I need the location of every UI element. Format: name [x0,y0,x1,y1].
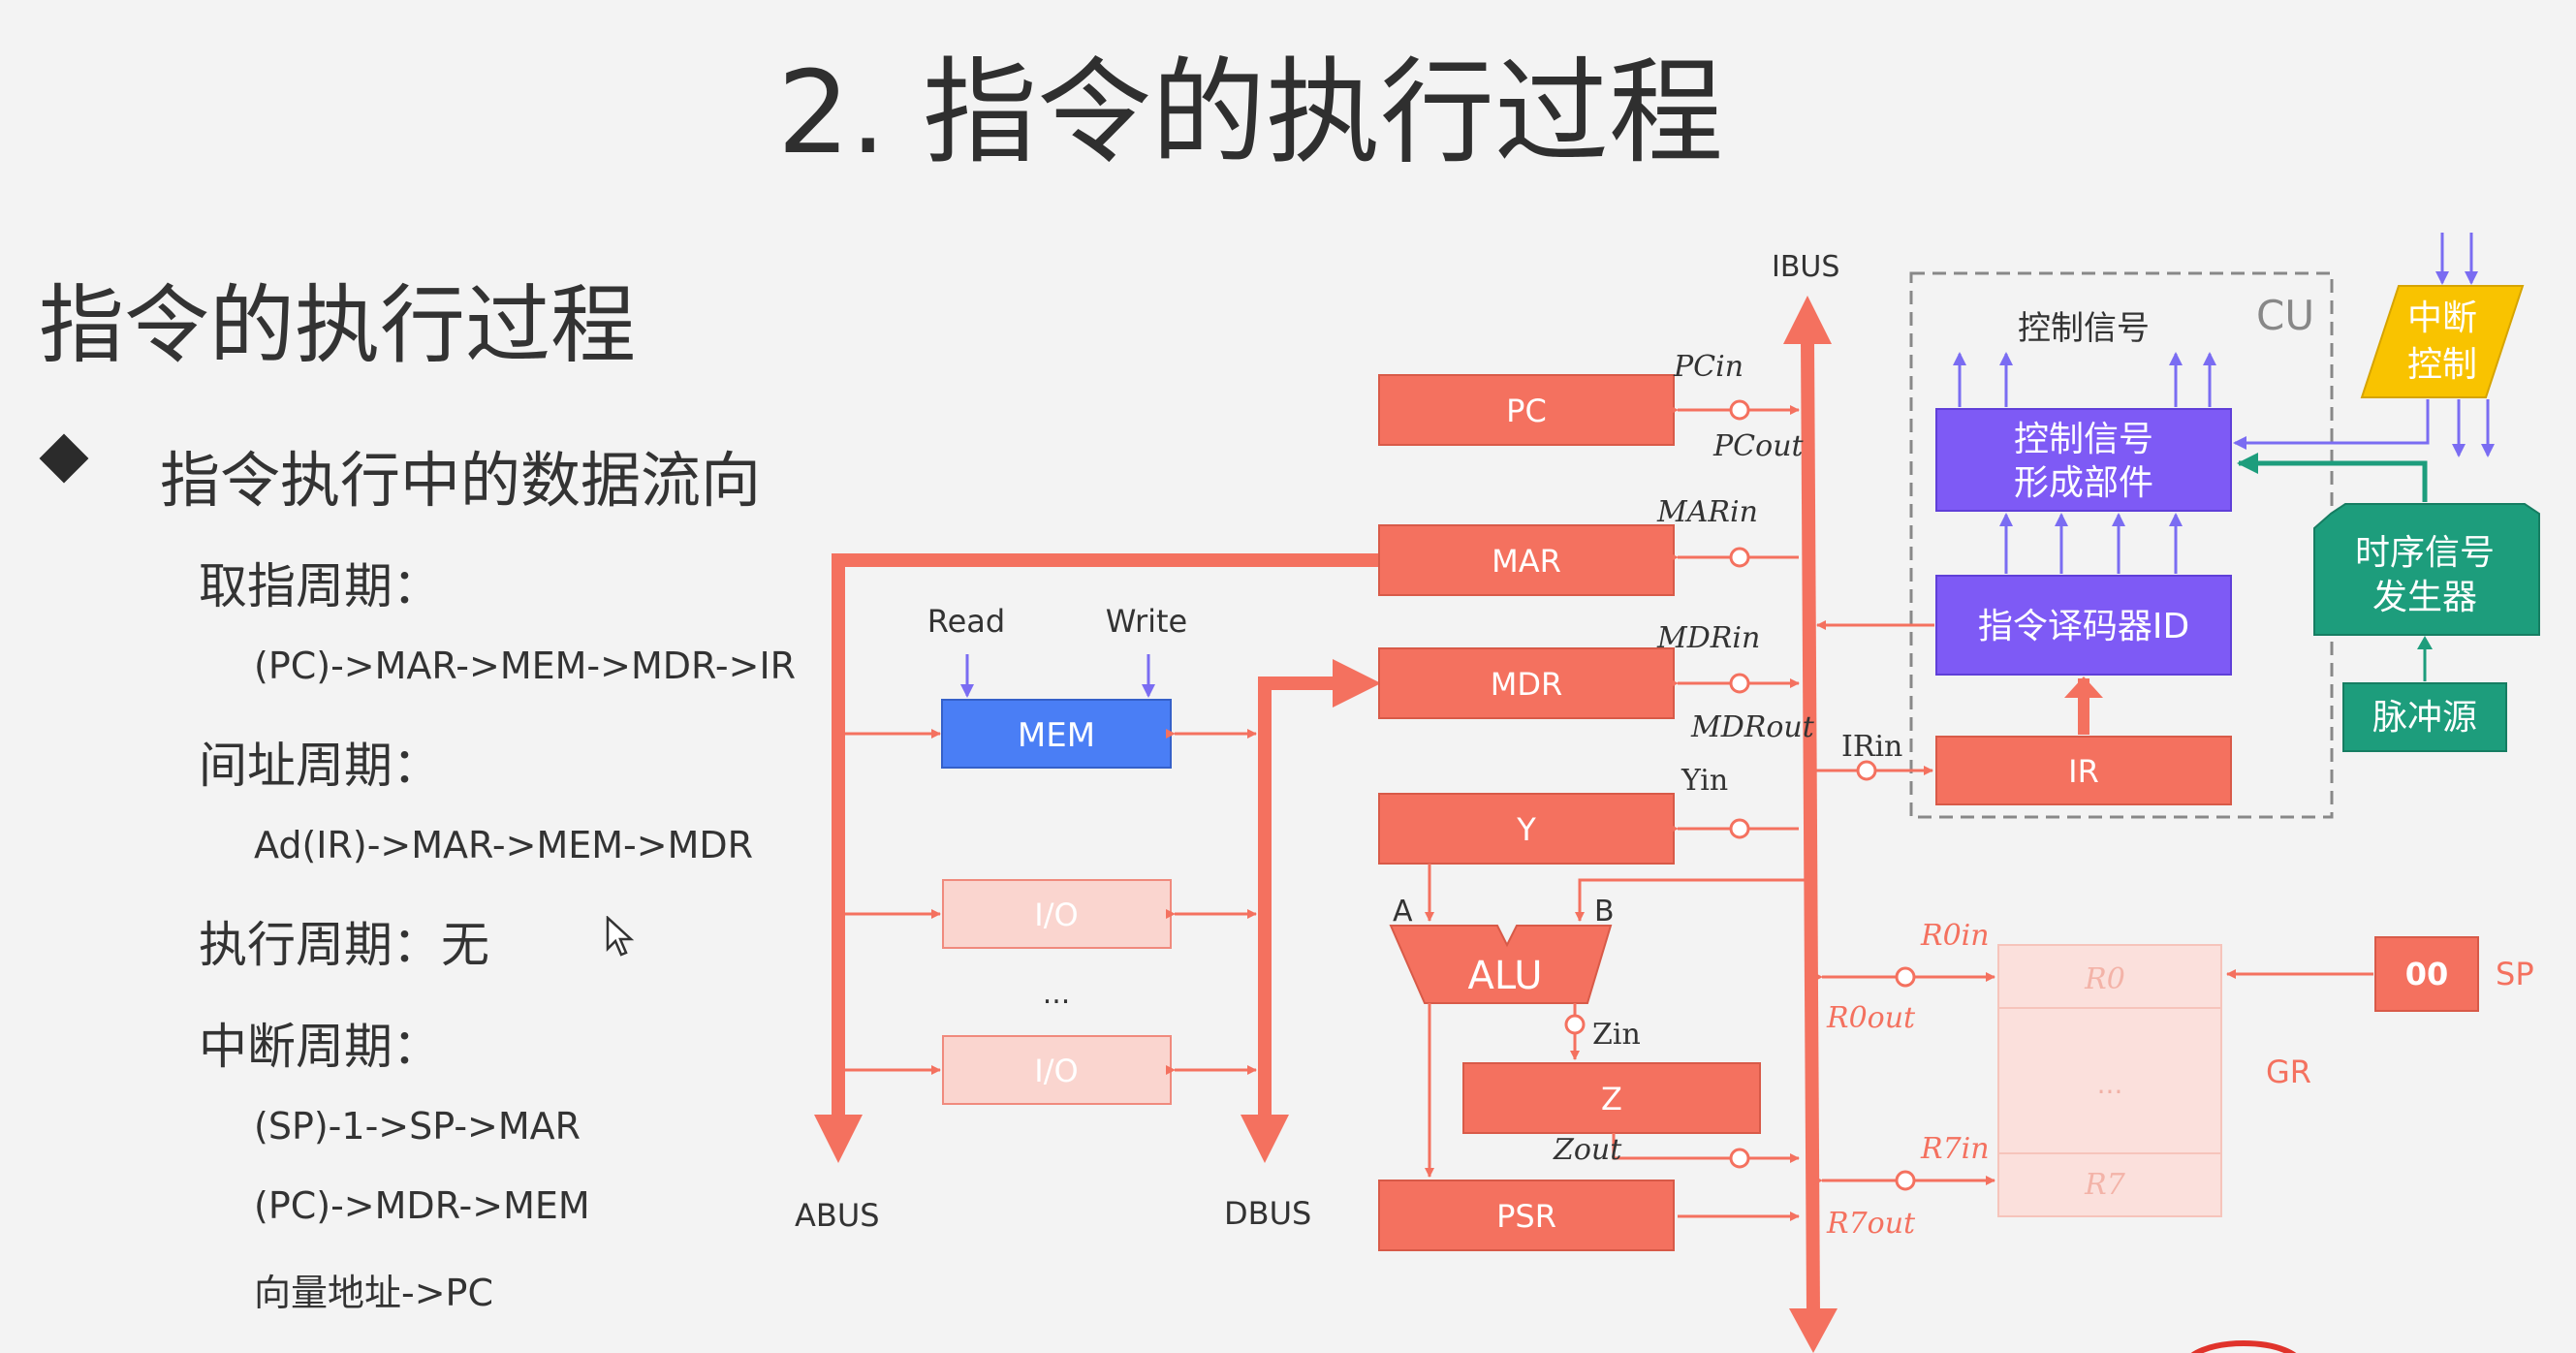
ir-in-signal: IRin [1841,730,1902,764]
mouse-cursor-icon [606,916,635,957]
indirect-cycle-flow: Ad(IR)->MAR->MEM->MDR [254,824,754,866]
dbus-label: DBUS [1224,1195,1311,1232]
gr-ellipsis: ... [2097,1068,2123,1100]
io-ellipsis: ... [1043,977,1071,1011]
read-label: Read [927,603,1005,640]
io-box-2 [942,1035,1172,1105]
io-label-1: I/O [1034,897,1078,933]
z-register [1462,1062,1761,1134]
interrupt-control-line2: 控制 [2407,345,2477,385]
pc-label: PC [1506,393,1547,429]
mar-register [1378,524,1675,596]
psr-label: PSR [1496,1198,1556,1235]
alu-label: ALU [1468,954,1543,998]
fetch-cycle-label: 取指周期： [199,558,441,614]
ibus-label: IBUS [1772,250,1839,284]
timing-line1: 时序信号 [2355,533,2495,573]
control-signal-unit-line2: 形成部件 [2014,463,2153,503]
mem-label: MEM [1018,716,1095,755]
r7-out-signal: R7out [1826,1207,1916,1241]
alu-a-label: A [1393,895,1413,928]
interrupt-cycle-flow-1: (SP)-1->SP->MAR [254,1105,581,1148]
annotation-mark [2190,1340,2297,1353]
pc-out-signal: PCout [1712,429,1805,463]
interrupt-cycle-flow-2: (PC)->MDR->MEM [254,1184,590,1227]
abus-label: ABUS [795,1197,880,1234]
y-label: Y [1516,811,1536,848]
r0-label: R0 [2084,962,2125,996]
r0-out-signal: R0out [1826,1001,1916,1035]
abus [814,553,1381,1163]
bullet-text: 指令执行中的数据流向 [160,445,762,516]
io-box-1 [942,879,1172,949]
pc-in-signal: PCin [1673,350,1744,384]
timing-signal-generator [2313,503,2540,636]
mdr-register [1378,647,1675,719]
ir-label: IR [2068,753,2099,790]
mdr-label: MDR [1491,666,1562,703]
control-signal-unit-line1: 控制信号 [2014,420,2153,459]
r0-in-signal: R0in [1920,919,1990,953]
mdr-in-signal: MDRin [1656,621,1760,655]
y-in-signal: Yin [1681,764,1728,798]
r7-in-signal: R7in [1920,1132,1990,1166]
write-label: Write [1106,603,1187,640]
io-label-2: I/O [1034,1053,1078,1089]
slide-title: 2. 指令的执行过程 [776,46,1724,179]
instruction-decoder-label: 指令译码器ID [1978,607,2189,646]
r7-label: R7 [2084,1168,2126,1202]
fetch-cycle-flow: (PC)->MAR->MEM->MDR->IR [254,645,797,687]
interrupt-cycle-flow-3: 向量地址->PC [254,1272,494,1314]
pc-register [1378,374,1675,446]
section-heading: 指令的执行过程 [39,275,637,375]
timing-line2: 发生器 [2372,578,2477,617]
sp-register [2374,936,2479,1012]
sp-value: 00 [2405,956,2449,992]
cu-label: CU [2256,292,2314,339]
mdr-out-signal: MDRout [1690,710,1815,744]
ibus [1783,296,1838,1353]
dbus [1241,659,1381,1163]
interrupt-control [2360,285,2525,398]
pulse-source-label: 脉冲源 [2372,698,2477,738]
instruction-decoder [1935,575,2232,676]
ir-register [1935,736,2232,805]
indirect-cycle-label: 间址周期： [199,738,441,794]
y-register [1378,793,1675,865]
z-out-signal: Zout [1553,1133,1622,1167]
alu-unit [1389,925,1613,1004]
alu-b-label: B [1594,895,1615,928]
z-label: Z [1601,1081,1622,1117]
mem-box [941,699,1172,769]
interrupt-control-line1: 中断 [2407,299,2477,338]
psr-register [1378,1180,1675,1251]
interrupt-cycle-label: 中断周期： [199,1019,441,1075]
general-registers [1997,944,2222,1217]
pulse-source [2342,682,2507,752]
sp-label: SP [2496,956,2534,992]
z-in-signal: Zin [1592,1018,1641,1052]
mar-in-signal: MARin [1656,495,1758,529]
control-signal-unit [1935,408,2232,512]
cu-boundary [1909,271,2334,819]
gr-label: GR [2266,1054,2311,1090]
mar-label: MAR [1492,543,1561,580]
control-signals-label: 控制信号 [2018,309,2150,348]
execute-cycle-label: 执行周期：无 [199,917,489,973]
